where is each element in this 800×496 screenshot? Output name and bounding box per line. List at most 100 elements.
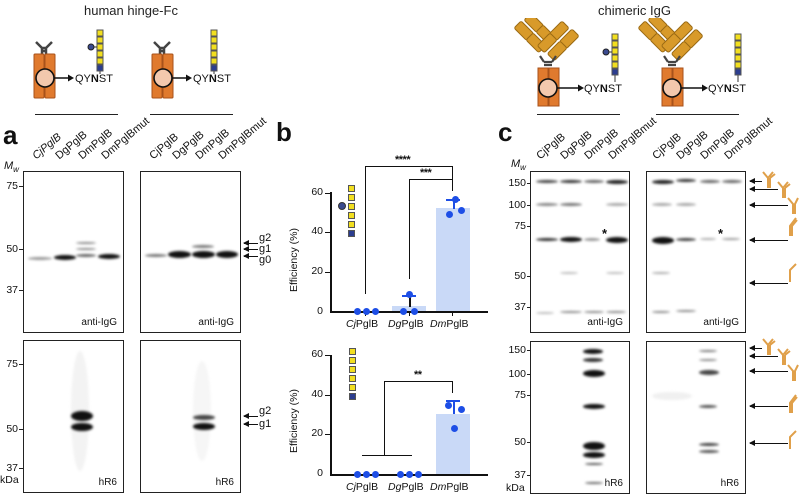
data-point bbox=[451, 425, 458, 432]
band bbox=[676, 179, 696, 182]
y-axis bbox=[330, 355, 332, 475]
arrow-g2 bbox=[243, 413, 258, 419]
band bbox=[583, 442, 605, 450]
sig-bracket bbox=[362, 455, 412, 456]
band bbox=[699, 450, 719, 453]
blot-c-bottom-right: hR6 bbox=[646, 341, 746, 494]
glycan-hex bbox=[348, 194, 355, 201]
arrow-igg-fragment bbox=[749, 202, 788, 208]
y-tick: 0 bbox=[317, 305, 323, 317]
data-point bbox=[354, 308, 361, 315]
y-tick: 40 bbox=[311, 225, 323, 237]
blot-label: hR6 bbox=[604, 478, 623, 489]
band bbox=[560, 311, 582, 313]
marker-37: 37 bbox=[500, 301, 532, 313]
band bbox=[676, 203, 696, 206]
error-cap bbox=[446, 400, 460, 402]
kda-label: kDa bbox=[0, 474, 19, 486]
x-label-rest: PglB bbox=[355, 318, 379, 330]
x-label-italic: Dg bbox=[388, 481, 402, 493]
band bbox=[606, 203, 628, 206]
bar-dm bbox=[436, 208, 470, 311]
tick-mark bbox=[325, 395, 330, 396]
arrow-heavy-light bbox=[749, 403, 788, 409]
band bbox=[536, 180, 558, 183]
marker-50: 50 bbox=[0, 243, 24, 255]
blot-a-top-left: anti-IgG bbox=[23, 171, 124, 333]
marker-37: 37 bbox=[0, 462, 24, 474]
sig-bracket bbox=[365, 166, 366, 294]
band bbox=[699, 443, 719, 446]
arrow-full-igg bbox=[749, 345, 762, 351]
data-point bbox=[458, 207, 465, 214]
marker-150: 150 bbox=[500, 344, 532, 356]
blot-label: hR6 bbox=[98, 477, 117, 488]
band bbox=[98, 254, 120, 259]
arrow-g1 bbox=[243, 421, 258, 427]
marker-75: 75 bbox=[500, 389, 532, 401]
data-point bbox=[397, 471, 404, 478]
band bbox=[584, 180, 604, 183]
x-label-italic: Cj bbox=[346, 481, 356, 493]
x-label-rest: PglB bbox=[355, 481, 379, 493]
marker-50: 50 bbox=[0, 423, 24, 435]
data-point bbox=[372, 308, 379, 315]
band bbox=[652, 272, 670, 274]
band bbox=[583, 358, 603, 362]
band bbox=[722, 180, 742, 183]
blot-label: hR6 bbox=[215, 477, 234, 488]
panel-letter-a: a bbox=[3, 120, 18, 150]
arrow-g0 bbox=[243, 253, 258, 259]
marker-50: 50 bbox=[500, 270, 532, 282]
mw-text: M bbox=[4, 160, 14, 172]
data-point bbox=[452, 196, 459, 203]
band bbox=[536, 238, 558, 241]
band bbox=[76, 242, 96, 244]
y-axis bbox=[330, 192, 332, 312]
data-point bbox=[411, 308, 418, 315]
arrow-igg-half bbox=[749, 353, 778, 359]
band bbox=[71, 423, 93, 431]
band bbox=[54, 255, 76, 260]
glycan-hex bbox=[349, 357, 356, 364]
band bbox=[560, 237, 582, 242]
band bbox=[700, 238, 716, 240]
blot-label: hR6 bbox=[720, 478, 739, 489]
divider-igg-1 bbox=[537, 114, 620, 115]
schematic-igg-linear: QYNST bbox=[638, 18, 746, 107]
band bbox=[216, 251, 238, 258]
label-g2: g2 bbox=[259, 232, 272, 244]
y-axis-label: Efficiency (%) bbox=[288, 389, 300, 453]
error-bar bbox=[453, 400, 455, 414]
igg-form-icons-bottom bbox=[762, 338, 799, 449]
band bbox=[699, 405, 717, 408]
band bbox=[652, 180, 674, 184]
mw-label: Mw bbox=[4, 160, 19, 174]
tick-mark bbox=[325, 272, 330, 273]
bar-dm bbox=[436, 414, 470, 474]
y-axis-label: Efficiency (%) bbox=[288, 228, 300, 292]
asterisk: * bbox=[718, 226, 724, 241]
x-axis bbox=[330, 311, 488, 313]
error-bar bbox=[453, 199, 455, 209]
sig-bracket bbox=[409, 179, 453, 180]
band bbox=[583, 452, 605, 458]
marker-100: 100 bbox=[500, 368, 532, 380]
band bbox=[585, 463, 603, 465]
band bbox=[583, 370, 605, 377]
band bbox=[585, 482, 603, 484]
x-label: DmPglB bbox=[430, 318, 469, 330]
y-tick: 60 bbox=[311, 348, 323, 360]
y-tick: 60 bbox=[311, 186, 323, 198]
band bbox=[699, 359, 717, 361]
band bbox=[193, 415, 215, 420]
marker-75: 75 bbox=[500, 220, 532, 232]
x-label: DgPglB bbox=[388, 318, 424, 330]
asterisk: * bbox=[602, 226, 608, 241]
band bbox=[193, 361, 211, 461]
band bbox=[700, 180, 720, 183]
band bbox=[584, 311, 604, 313]
arrow-g2 bbox=[243, 240, 258, 246]
band bbox=[652, 392, 692, 400]
igg-form-icons-top bbox=[762, 171, 799, 282]
